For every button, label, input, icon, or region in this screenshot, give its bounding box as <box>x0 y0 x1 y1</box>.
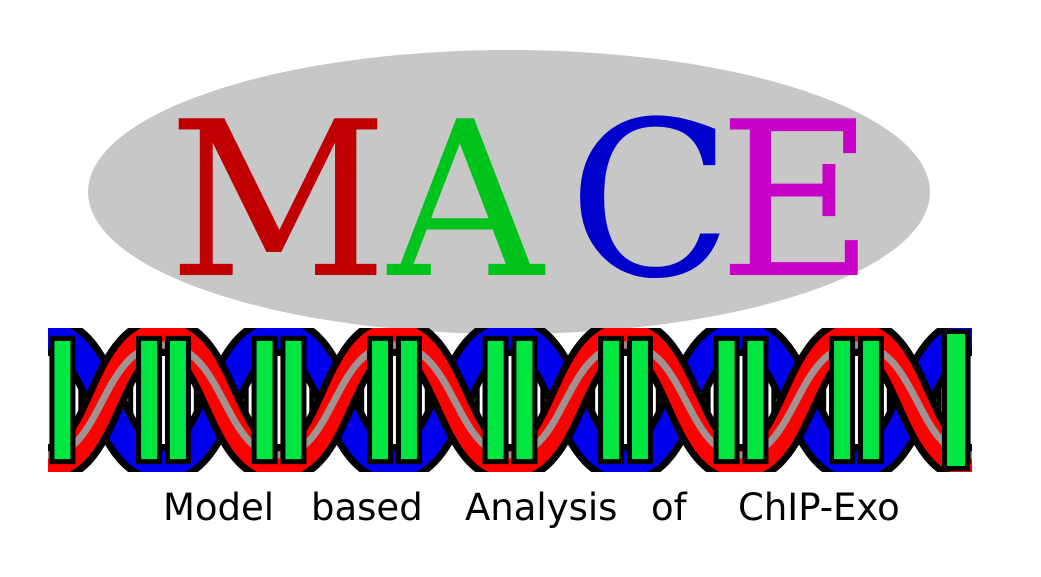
acronym-letter-e: E <box>718 75 875 326</box>
tagline-word-of: of <box>651 486 688 529</box>
dna-base-pairs-front <box>49 329 971 471</box>
dna-base-pair <box>603 340 620 460</box>
acronym-letter-m: M <box>168 75 388 326</box>
dna-strand-back-fill <box>48 328 972 472</box>
gray-ellipse-backdrop <box>88 50 930 334</box>
acronym-group: M A C E <box>168 75 875 326</box>
dna-base-pair <box>285 340 302 460</box>
dna-base-pair <box>400 340 417 460</box>
dna-base-pair <box>54 340 71 460</box>
dna-base-pair <box>141 340 158 460</box>
dna-base-pair <box>516 340 533 460</box>
dna-base-pair <box>862 340 879 460</box>
tagline-word-analysis: Analysis <box>465 486 617 529</box>
dna-base-pair <box>256 340 273 460</box>
dna-base-pair <box>834 340 851 460</box>
acronym-letter-a: A <box>386 75 546 326</box>
tagline-word-model: Model <box>163 486 274 529</box>
dna-base-pair <box>487 340 504 460</box>
dna-base-pair <box>947 334 965 466</box>
tagline-group: Model based Analysis of ChIP-Exo <box>163 486 900 529</box>
dna-base-pair <box>169 340 186 460</box>
dna-base-pair <box>747 340 764 460</box>
tagline-word-chip-exo: ChIP-Exo <box>738 486 900 529</box>
dna-base-pair <box>372 340 389 460</box>
dna-double-helix <box>48 328 972 472</box>
acronym-letter-c: C <box>568 75 733 326</box>
dna-strand-highlight <box>48 341 972 459</box>
tagline-word-based: based <box>311 486 423 529</box>
dna-base-pair <box>718 340 735 460</box>
dna-base-pair <box>631 340 648 460</box>
